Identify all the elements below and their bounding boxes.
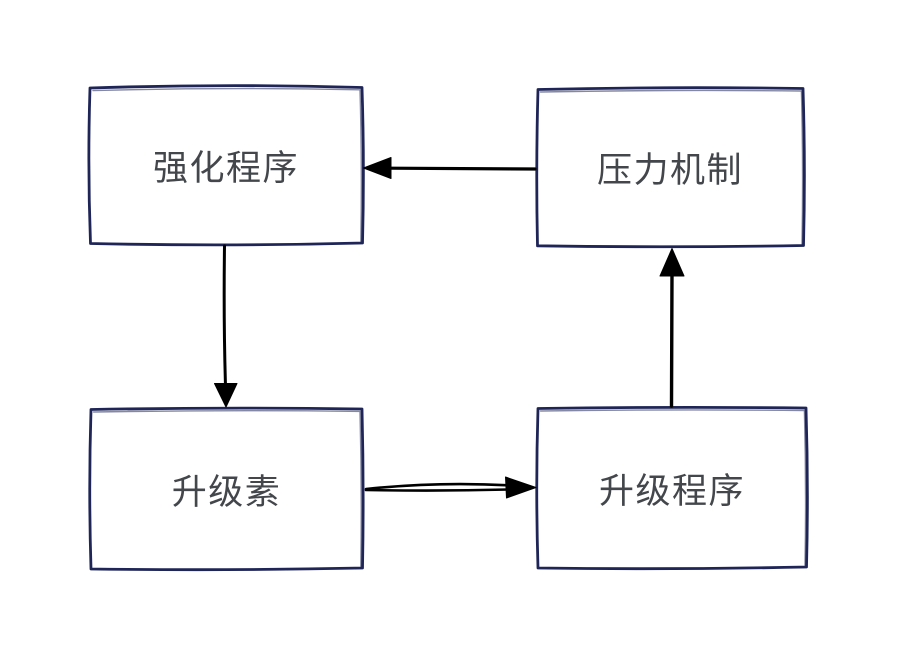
arrow-reinforcement-to-upgrade-element xyxy=(214,244,238,408)
arrow-head-down xyxy=(214,383,238,408)
node-border-sketch-pass xyxy=(92,410,362,568)
node-box-reinforcement-program xyxy=(87,84,365,247)
arrow-head-right xyxy=(505,476,537,499)
arrow-line xyxy=(669,271,674,408)
arrow-upgrade-element-to-upgrade-program xyxy=(364,476,537,499)
arrow-line xyxy=(222,244,227,388)
node-box-upgrade-element xyxy=(88,406,365,572)
arrow-head-left xyxy=(363,157,392,179)
node-box-upgrade-program xyxy=(535,405,809,571)
node-border-sketch-pass xyxy=(539,409,807,567)
arrow-line xyxy=(388,166,537,171)
node-border-pressure-mechanism xyxy=(535,86,806,249)
node-border-upgrade-element xyxy=(88,406,365,572)
node-border-sketch-pass xyxy=(92,87,363,243)
arrow-line-upper xyxy=(364,482,529,491)
arrow-pressure-to-reinforcement xyxy=(363,157,537,179)
arrow-upgrade-program-to-pressure xyxy=(659,248,685,408)
arrow-line-lower xyxy=(364,487,529,492)
node-border-sketch-pass xyxy=(539,89,804,245)
node-border-upgrade-program xyxy=(535,405,809,571)
arrow-head-up xyxy=(659,248,685,277)
node-box-pressure-mechanism xyxy=(535,86,806,249)
node-border-reinforcement-program xyxy=(87,84,365,247)
